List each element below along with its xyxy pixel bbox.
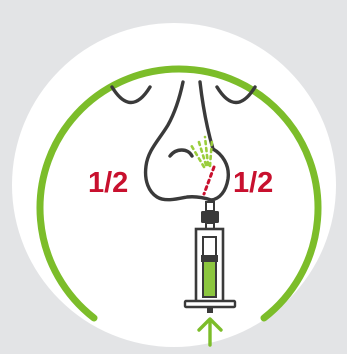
dose-right-label: 1/2	[233, 167, 273, 199]
dose-left-label: 1/2	[88, 167, 128, 199]
liquid-fill	[204, 262, 215, 296]
